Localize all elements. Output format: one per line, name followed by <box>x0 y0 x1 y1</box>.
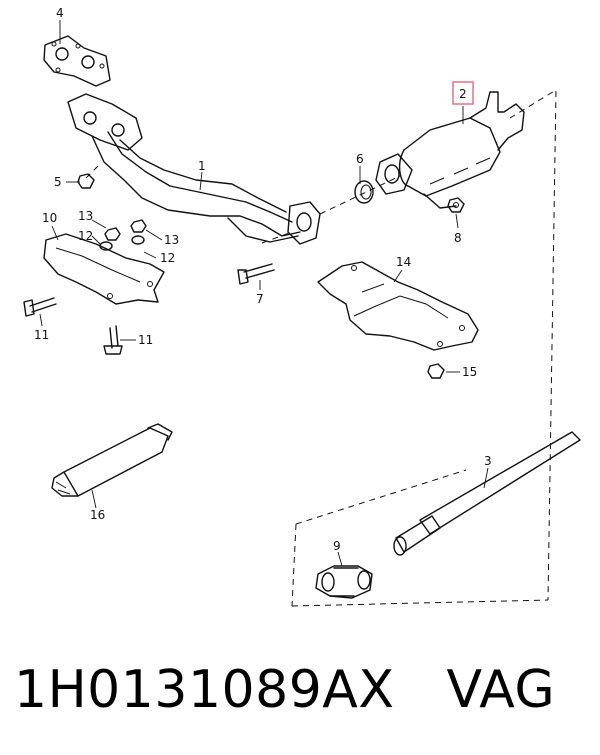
nut-part-15 <box>427 363 445 379</box>
callout-2: 2 <box>459 87 467 101</box>
callout-14: 14 <box>396 255 411 269</box>
callout-1: 1 <box>198 159 206 173</box>
reference-lines <box>85 89 557 607</box>
callout-11b: 11 <box>138 333 153 347</box>
tail-pipe-part-3 <box>393 431 581 556</box>
callout-13a: 13 <box>78 209 93 223</box>
callout-5: 5 <box>54 175 62 189</box>
leader-lines <box>39 20 489 567</box>
callout-2-highlight <box>452 81 474 105</box>
heat-shield-part-10 <box>43 233 165 305</box>
nuts-and-washers <box>77 173 147 251</box>
callout-11a: 11 <box>34 328 49 342</box>
front-pipe-part-1 <box>67 93 321 245</box>
heat-shield-part-14 <box>317 261 479 351</box>
callout-3: 3 <box>484 454 492 468</box>
callout-15: 15 <box>462 365 477 379</box>
callout-6: 6 <box>356 152 364 166</box>
callout-12a: 12 <box>78 229 93 243</box>
exhaust-parts-diagram: 4 1 2 3 5 6 7 8 9 10 11 11 12 12 13 13 1… <box>23 6 581 607</box>
callout-4: 4 <box>56 6 64 20</box>
brand-name: VAG <box>446 660 556 720</box>
part-number: 1H0131089AX <box>14 660 395 720</box>
callout-9: 9 <box>333 539 341 553</box>
gasket-part-4 <box>43 35 111 87</box>
paste-tube-part-16 <box>51 423 173 497</box>
callout-8: 8 <box>454 231 462 245</box>
catalytic-converter-part-2 <box>375 91 525 209</box>
clamp-part-9 <box>315 565 373 599</box>
callout-labels: 4 1 2 3 5 6 7 8 9 10 11 11 12 12 13 13 1… <box>34 6 492 553</box>
part-number-footer: 1H0131089AX VAG <box>14 655 555 725</box>
nut-part-8 <box>447 197 465 213</box>
bolts <box>23 263 275 355</box>
callout-16: 16 <box>90 508 105 522</box>
callout-7: 7 <box>256 292 264 306</box>
gasket-ring-part-6 <box>354 180 374 204</box>
callout-10: 10 <box>42 211 57 225</box>
callout-13b: 13 <box>164 233 179 247</box>
callout-12b: 12 <box>160 251 175 265</box>
